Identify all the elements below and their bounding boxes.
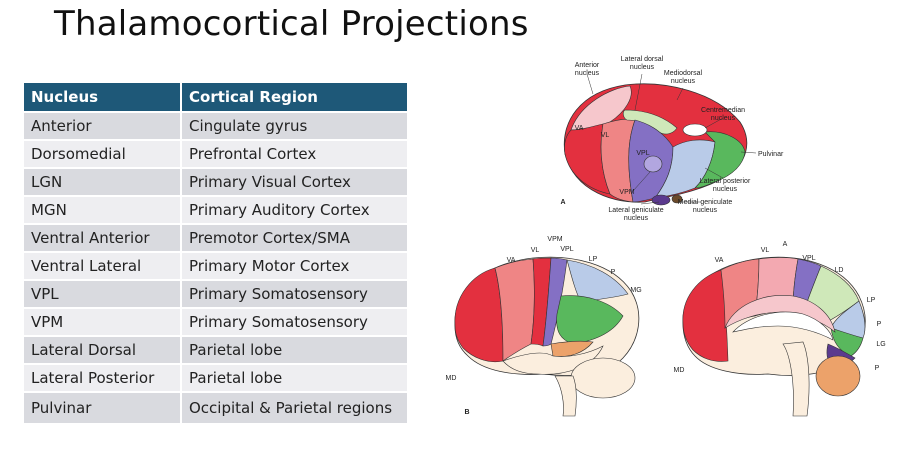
panel-label-a: A xyxy=(560,199,565,206)
lateral-geniculate-region xyxy=(651,194,671,206)
brainstem-medial xyxy=(782,341,810,417)
cortical-region-cell: Primary Auditory Cortex xyxy=(180,197,407,223)
slide-title: Thalamocortical Projections xyxy=(54,4,529,44)
cortical-region-cell: Parietal lobe xyxy=(180,365,407,391)
cortical-region-cell: Primary Somatosensory xyxy=(180,281,407,307)
nucleus-cell: LGN xyxy=(24,169,180,195)
label-b-med-md: MD xyxy=(674,367,685,374)
nucleus-cell: Anterior xyxy=(24,113,180,139)
lateral-brain: VA VL VPM VPL LP P MG MD B xyxy=(446,236,642,417)
panel-label-b: B xyxy=(464,409,469,416)
label-b-lat-vpl: VPL xyxy=(560,246,573,253)
p-region-lateral xyxy=(556,295,624,345)
label-b-lat-mg: MG xyxy=(630,287,641,294)
vpm-region xyxy=(643,155,663,173)
label-b-lat-md: MD xyxy=(446,375,457,382)
brainstem-lateral xyxy=(554,375,577,417)
cortical-region-cell: Occipital & Parietal regions xyxy=(180,393,407,423)
label-b-med-vl: VL xyxy=(761,247,770,254)
label-vpm: VPM xyxy=(619,189,634,196)
cortical-region-cell: Primary Somatosensory xyxy=(180,309,407,335)
table-header-row: Nucleus Cortical Region xyxy=(24,83,407,111)
cerebellum-lateral xyxy=(570,357,636,399)
nucleus-cell: Dorsomedial xyxy=(24,141,180,167)
brain-diagram: VA VL VPM VPL LP P MG MD B VA VL A VPL xyxy=(443,236,901,420)
cortical-region-cell: Primary Motor Cortex xyxy=(180,253,407,279)
medial-geniculate-region xyxy=(671,194,683,204)
header-nucleus: Nucleus xyxy=(24,83,180,111)
cortical-region-cell: Parietal lobe xyxy=(180,337,407,363)
nucleus-cell: Lateral Dorsal xyxy=(24,337,180,363)
label-b-lat-lp: LP xyxy=(589,256,598,263)
cortical-region-cell: Primary Visual Cortex xyxy=(180,169,407,195)
md-region-medial xyxy=(682,269,729,362)
label-b-med-p2: P xyxy=(875,365,880,372)
nucleus-cell: Ventral Lateral xyxy=(24,253,180,279)
label-b-lat-p: P xyxy=(611,269,616,276)
medial-brain: VA VL A VPL LD LP P LG P MD xyxy=(674,241,886,417)
cingulate-band xyxy=(724,295,836,333)
nucleus-cell: MGN xyxy=(24,197,180,223)
label-va: VA xyxy=(575,125,584,132)
label-b-lat-va: VA xyxy=(507,257,516,264)
cortical-region-cell: Cingulate gyrus xyxy=(180,113,407,139)
label-b-lat-vl: VL xyxy=(531,247,540,254)
cortical-region-cell: Prefrontal Cortex xyxy=(180,141,407,167)
label-b-med-va: VA xyxy=(715,257,724,264)
label-b-med-lg: LG xyxy=(876,341,885,348)
label-vpl: VPL xyxy=(636,150,649,157)
label-b-med-vpl: VPL xyxy=(802,255,815,262)
label-b-med-p1: P xyxy=(877,321,882,328)
label-pulvinar: Pulvinar xyxy=(758,151,784,158)
p-region-medial xyxy=(830,327,864,357)
label-b-med-ld: LD xyxy=(835,267,844,274)
centremedian-region xyxy=(682,123,708,137)
nucleus-cell: Lateral Posterior xyxy=(24,365,180,391)
header-cortical-region: Cortical Region xyxy=(180,83,407,111)
nucleus-cell: Pulvinar xyxy=(24,393,180,423)
lp-region-lateral xyxy=(566,259,629,303)
pulvinar-region xyxy=(694,131,746,189)
label-b-med-lp: LP xyxy=(867,297,876,304)
label-vl: VL xyxy=(601,132,610,139)
nucleus-cell: Ventral Anterior xyxy=(24,225,180,251)
cortical-region-cell: Premotor Cortex/SMA xyxy=(180,225,407,251)
cerebellum-medial xyxy=(815,355,861,397)
corpus-callosum xyxy=(732,311,834,341)
label-b-med-a: A xyxy=(783,241,788,248)
nucleus-cell: VPL xyxy=(24,281,180,307)
label-b-lat-vpm: VPM xyxy=(547,236,562,243)
nucleus-cell: VPM xyxy=(24,309,180,335)
